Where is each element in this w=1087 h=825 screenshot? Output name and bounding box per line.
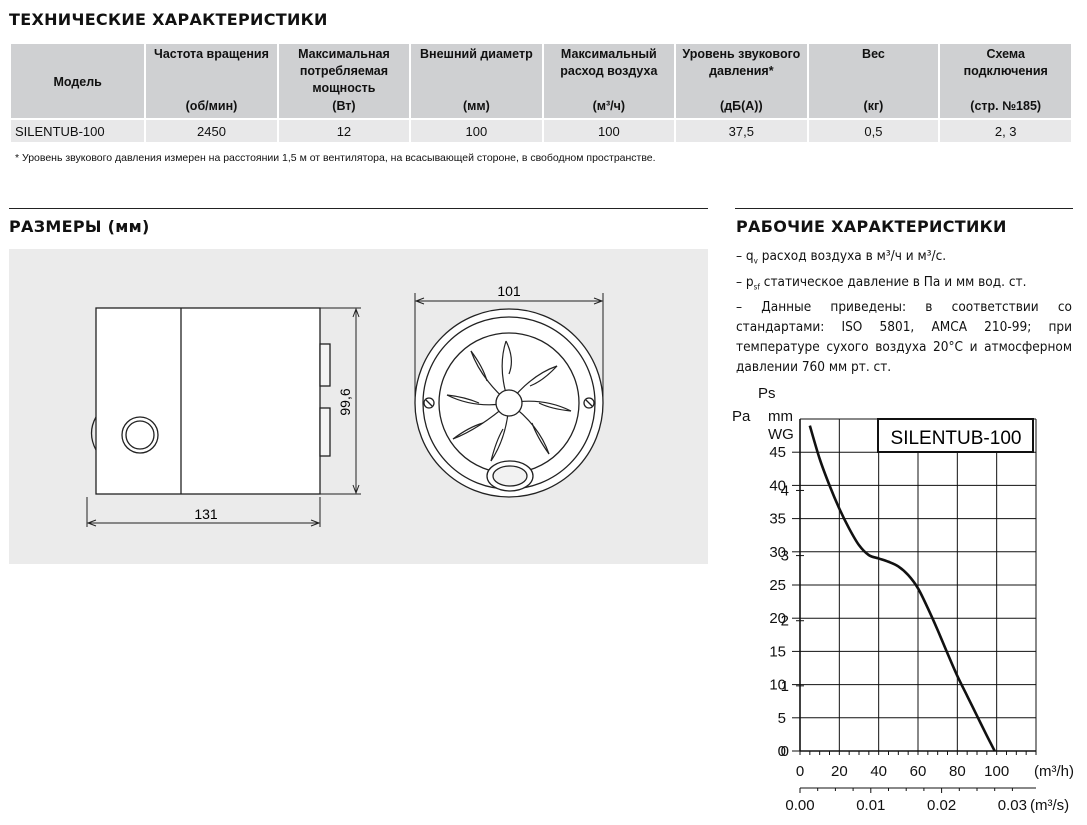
x-ticks-m3h: 0 20 40 60 80 100 — [796, 763, 1009, 780]
x-tick-label-m3s: 0.03 — [998, 797, 1027, 814]
x-tick-label-m3h: 0 — [796, 763, 804, 780]
diameter-dimension — [414, 293, 604, 399]
dimensions-title: РАЗМЕРЫ (мм) — [9, 217, 150, 236]
cell-weight: 0,5 — [808, 118, 939, 142]
cell-model: SILENTUB-100 — [11, 118, 145, 142]
col-airflow: Максимальный расход воздуха(м³/ч) — [543, 44, 675, 118]
x-tick-label-m3s: 0.02 — [927, 797, 956, 814]
chart-title-box — [877, 418, 1034, 453]
width-label: 131 — [194, 506, 218, 522]
y-tick-label-pa: 35 — [769, 511, 786, 528]
dimensions-rule — [9, 208, 708, 209]
x-tick-label-m3h: 80 — [949, 763, 966, 780]
y-tick-label-pa: 5 — [778, 710, 786, 727]
y-tick-label-pa: 40 — [769, 477, 786, 494]
specs-header-row: Модель Частота вращения(об/мин) Максимал… — [11, 44, 1071, 118]
dimensions-panel: 99,6 131 — [9, 249, 708, 564]
ylabel-wg: WG — [768, 426, 794, 443]
y-tick-label-mm: 0 — [781, 743, 789, 760]
specs-table: Модель Частота вращения(об/мин) Максимал… — [9, 44, 1073, 142]
col-diameter: Внешний диаметр(мм) — [411, 44, 542, 118]
front-view — [414, 308, 604, 498]
col-noise: Уровень звукового давления*(дБ(А)) — [676, 44, 807, 118]
x-tick-label-m3s: 0.00 — [785, 797, 814, 814]
col-model: Модель — [11, 44, 145, 118]
ylabel-mm: mm — [768, 408, 793, 425]
x-tick-label-m3h: 100 — [984, 763, 1009, 780]
note-standards: – Данные приведены: в соответствии со ст… — [736, 299, 1072, 376]
x-unit-m3s: (m³/s) — [1030, 797, 1069, 814]
y-tick-label-pa: 15 — [769, 643, 786, 660]
side-view — [90, 307, 331, 495]
y-ticks-pa: 0 5 10 15 20 25 30 35 40 45 — [769, 444, 800, 760]
ylabel-pa: Pa — [732, 408, 751, 425]
col-rpm: Частота вращения(об/мин) — [146, 44, 277, 118]
cell-diameter: 100 — [411, 118, 542, 142]
col-weight: Вес(кг) — [808, 44, 939, 118]
y-tick-label-pa: 25 — [769, 577, 786, 594]
y-tick-label-mm: 3 — [781, 548, 789, 565]
performance-notes: – qv расход воздуха в м³/ч и м³/с. – psf… — [736, 246, 1072, 377]
table-row: SILENTUB-100 2450 12 100 100 37,5 0,5 2,… — [11, 118, 1071, 142]
cell-noise: 37,5 — [676, 118, 807, 142]
cell-airflow: 100 — [543, 118, 675, 142]
diameter-label: 101 — [497, 283, 521, 299]
x-ticks-m3s: 0.00 0.01 0.02 0.03 — [785, 787, 1036, 814]
cell-wiring: 2, 3 — [940, 118, 1071, 142]
specs-title: ТЕХНИЧЕСКИЕ ХАРАКТЕРИСТИКИ — [9, 10, 328, 29]
height-label: 99,6 — [337, 388, 353, 415]
width-dimension — [86, 497, 321, 527]
x-tick-label-m3h: 40 — [870, 763, 887, 780]
impeller — [446, 340, 572, 462]
y-tick-label-pa: 45 — [769, 444, 786, 461]
y-tick-label-pa: 30 — [769, 544, 786, 561]
cell-power: 12 — [278, 118, 410, 142]
y-tick-label-pa: 0 — [778, 743, 786, 760]
x-tick-label-m3h: 20 — [831, 763, 848, 780]
series-line — [808, 425, 996, 752]
performance-title: РАБОЧИЕ ХАРАКТЕРИСТИКИ — [736, 217, 1007, 236]
specs-footnote: * Уровень звукового давления измерен на … — [15, 152, 656, 164]
x-tick-label-m3h: 60 — [910, 763, 927, 780]
performance-rule — [735, 208, 1073, 209]
chart-title: SILENTUB-100 — [891, 428, 1022, 449]
height-dimension — [320, 307, 361, 495]
dimensions-drawing: 99,6 131 — [86, 283, 604, 527]
note-pressure: – psf статическое давление в Па и мм вод… — [736, 273, 1027, 292]
ylabel-ps: Ps — [758, 385, 776, 402]
y-tick-label-mm: 2 — [781, 613, 789, 630]
y-tick-label-mm: 1 — [781, 678, 789, 695]
x-tick-label-m3s: 0.01 — [856, 797, 885, 814]
note-airflow: – qv расход воздуха в м³/ч и м³/с. — [736, 248, 947, 266]
x-unit-m3h: (m³/h) — [1034, 763, 1074, 780]
y-tick-label-pa: 20 — [769, 610, 786, 627]
y-ticks-mm: 0 1 2 3 4 — [781, 482, 804, 760]
col-power: Максимальная потребляемая мощность(Вт) — [278, 44, 410, 118]
col-wiring: Схема подключения(стр. №185) — [940, 44, 1071, 118]
y-tick-label-mm: 4 — [781, 482, 789, 499]
cell-rpm: 2450 — [146, 118, 277, 142]
y-tick-label-pa: 10 — [769, 677, 786, 694]
